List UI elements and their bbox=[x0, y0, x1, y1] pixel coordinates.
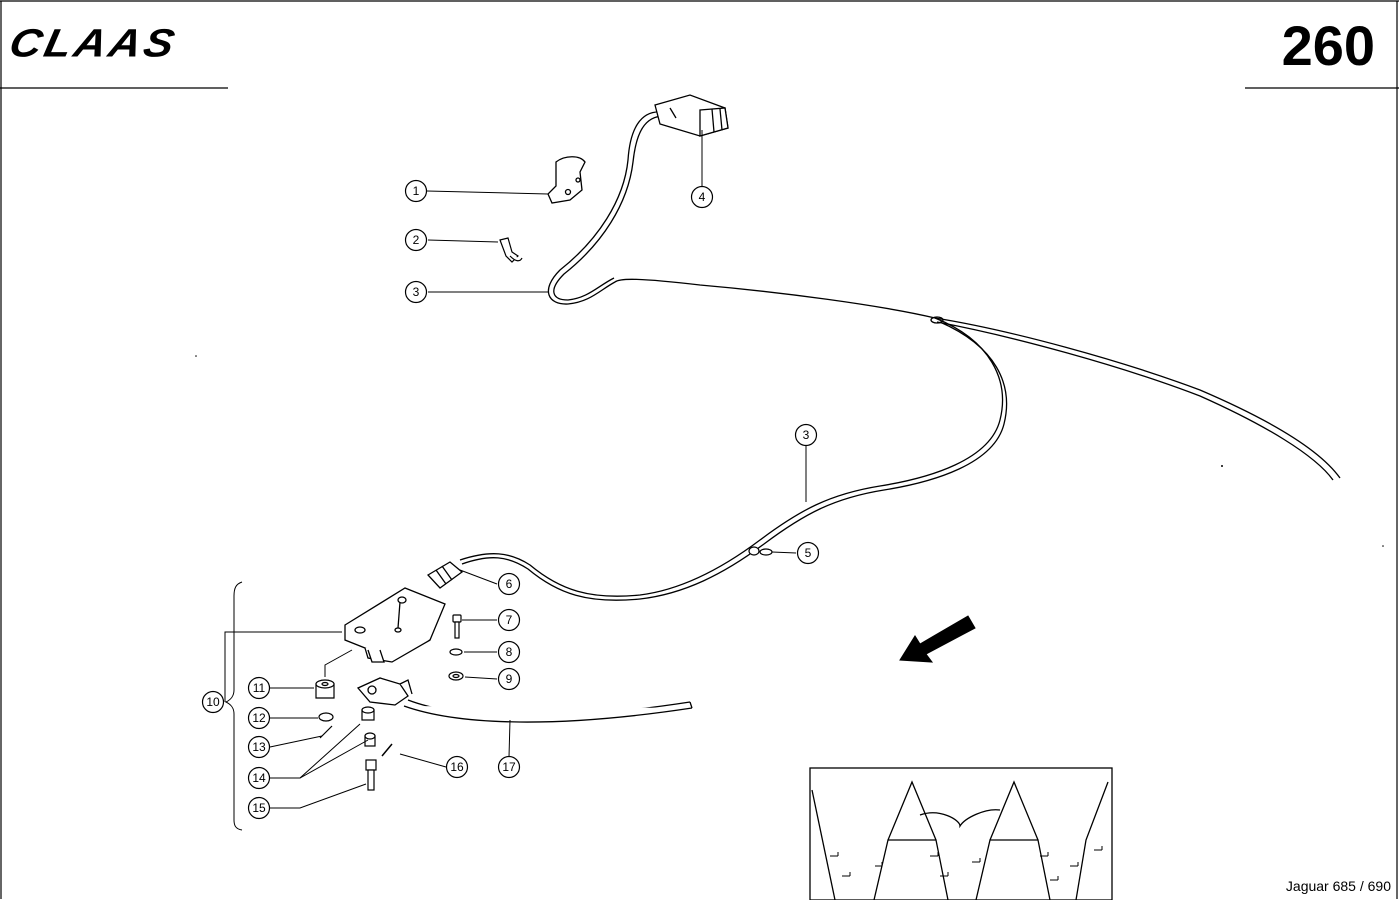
callout-number: 14 bbox=[252, 771, 266, 785]
lever-rod-17 bbox=[356, 677, 693, 723]
callout-number: 9 bbox=[506, 672, 513, 686]
callout-14: 14 bbox=[247, 766, 271, 790]
callout-number: 4 bbox=[699, 190, 706, 204]
nut-9 bbox=[448, 671, 464, 681]
callout-number: 3 bbox=[803, 428, 810, 442]
clamp-2 bbox=[499, 237, 523, 263]
callout-number: 10 bbox=[206, 695, 220, 709]
machine-location-inset bbox=[809, 767, 1113, 900]
spacer-11 bbox=[315, 679, 335, 699]
callout-number: 2 bbox=[413, 233, 420, 247]
bracket-plate-10 bbox=[344, 587, 446, 663]
callout-13: 13 bbox=[247, 735, 271, 759]
callout-7: 7 bbox=[497, 608, 521, 632]
callout-number: 7 bbox=[506, 613, 513, 627]
leader-lines bbox=[224, 130, 807, 831]
direction-arrow-icon bbox=[899, 615, 976, 663]
callout-10: 10 bbox=[201, 690, 225, 714]
callout-16: 16 bbox=[445, 755, 469, 779]
washer-12 bbox=[318, 712, 334, 722]
screw-7 bbox=[452, 614, 462, 639]
bush-14 bbox=[361, 706, 376, 747]
callout-number: 5 bbox=[805, 546, 812, 560]
callout-number: 3 bbox=[413, 285, 420, 299]
callout-12: 12 bbox=[247, 706, 271, 730]
washer-8 bbox=[449, 648, 463, 656]
screw-15 bbox=[365, 759, 377, 791]
callout-5: 5 bbox=[796, 541, 820, 565]
callout-1: 1 bbox=[404, 179, 428, 203]
callout-15: 15 bbox=[247, 796, 271, 820]
callout-4: 4 bbox=[690, 185, 714, 209]
callout-number: 11 bbox=[253, 681, 266, 695]
callout-17: 17 bbox=[497, 755, 521, 779]
callout-number: 8 bbox=[506, 645, 513, 659]
callout-number: 1 bbox=[413, 184, 420, 198]
callout-number: 15 bbox=[252, 801, 266, 815]
cable-clip-1 bbox=[547, 156, 586, 204]
print-specks bbox=[195, 355, 1384, 547]
callout-11: 11 bbox=[247, 676, 271, 700]
callout-number: 6 bbox=[506, 577, 513, 591]
connector-plug-4 bbox=[654, 94, 729, 137]
pin-16 bbox=[381, 743, 393, 757]
model-designation: Jaguar 685 / 690 bbox=[1285, 878, 1391, 894]
callout-2: 2 bbox=[404, 228, 428, 252]
callout-9: 9 bbox=[497, 667, 521, 691]
grommet-5 bbox=[748, 546, 773, 556]
sensor-6 bbox=[426, 561, 464, 589]
callout-number: 13 bbox=[252, 740, 266, 754]
callout-3: 3 bbox=[404, 280, 428, 304]
callout-number: 16 bbox=[450, 760, 464, 774]
page-number: 260 bbox=[1281, 14, 1375, 77]
callout-number: 12 bbox=[252, 711, 266, 725]
callout-number: 17 bbox=[502, 760, 516, 774]
callout-3: 3 bbox=[794, 423, 818, 447]
callout-6: 6 bbox=[497, 572, 521, 596]
wire-harness-3 bbox=[459, 111, 1341, 601]
callout-8: 8 bbox=[497, 640, 521, 664]
